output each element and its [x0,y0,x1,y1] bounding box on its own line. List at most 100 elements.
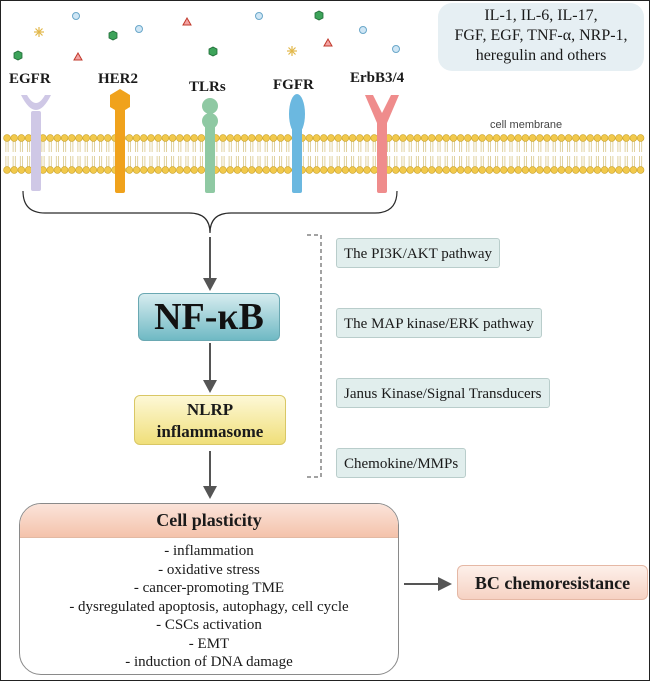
receptor-tlrs [202,98,218,193]
lipid-head [500,134,508,142]
lipid-head [233,134,242,142]
nlrp-line: inflammasome [156,422,264,441]
fgfr-head [289,94,305,134]
tlrs-bead-top [202,98,218,114]
lipid-head [579,134,587,142]
ligand-particle [73,51,83,61]
ligand-particle [208,46,218,57]
lipid-head [334,166,342,174]
ligand-particles [13,10,400,61]
lipid-head [572,166,580,174]
ligand-line: IL-1, IL-6, IL-17, [484,7,598,24]
plasticity-item: - inflammation [164,543,254,559]
lipid-head [593,166,602,174]
ligand-list-bubble: IL-1, IL-6, IL-17, FGF, EGF, TNF-α, NRP-… [438,3,644,71]
lipid-head [492,134,501,142]
lipid-head [442,134,450,142]
nlrp-inflammasome-box: NLRP inflammasome [134,395,286,445]
arrow-plasticity-to-bc [404,577,452,591]
lipid-head [46,134,54,142]
lipid-head [399,134,407,142]
lipid-head [190,166,198,174]
lipid-head [96,134,105,142]
lipid-head [312,134,321,142]
lipid-head [435,134,443,142]
lipid-head [219,166,227,174]
lipid-head [320,134,328,142]
lipid-head [399,166,407,174]
lipid-head [89,166,98,174]
lipid-head [269,166,278,174]
lipid-head [356,166,364,174]
lipid-head [248,166,256,174]
lipid-head [183,166,191,174]
pathway-bracket [307,234,322,478]
pathway-pi3k-akt: The PI3K/AKT pathway [336,238,501,268]
lipid-head [348,166,357,174]
lipid-head [104,134,112,142]
lipid-head [464,166,472,174]
lipid-head [428,134,436,142]
lipid-head [521,134,530,142]
receptor-erbb34 [365,95,399,193]
lipid-head [147,166,155,174]
pathway-chemokine-mmps: Chemokine/MMPs [336,448,467,478]
lipid-head [68,134,76,142]
lipid-head [154,134,162,142]
lipid-head [543,134,551,142]
lipid-head [478,134,486,142]
fgfr-stalk [292,123,302,193]
lipid-head [53,166,62,174]
plasticity-item: - oxidative stress [158,561,260,578]
cell-plasticity-list: - inflammation - oxidative stress - canc… [20,538,398,672]
lipid-head [176,134,184,142]
lipid-head [586,134,594,142]
lipid-head [507,134,515,142]
lipid-head [255,134,263,142]
lipid-head [413,134,422,142]
tlrs-bead-bottom [202,113,218,129]
lipid-head [622,166,630,174]
cell-plasticity-box: Cell plasticity - inflammation - oxidati… [19,503,399,675]
ligand-particle [34,27,44,37]
receptor-fgfr [289,94,305,193]
lipid-head [125,166,134,174]
lipid-head [197,134,206,142]
lipid-head [75,134,83,142]
lipid-head [608,134,616,142]
nfkb-box: NF-κB [138,293,280,341]
lipid-head [363,134,371,142]
receptor-brace [22,190,398,234]
lipid-head [248,134,256,142]
membrane-label: cell membrane [490,119,563,131]
lipid-head [17,166,26,174]
lipid-head [24,134,33,142]
lipid-head [240,134,249,142]
lipid-head [564,166,573,174]
erbb34-stalk [377,119,387,193]
lipid-head [636,166,645,174]
lipid-head [46,166,54,174]
lipid-head [10,134,18,142]
lipid-head [233,166,242,174]
lipid-head [75,166,83,174]
lipid-head [89,134,98,142]
lipid-head [3,134,11,142]
lipid-head [104,166,112,174]
lipid-head [471,134,479,142]
lipid-head [471,166,479,174]
lipid-head [456,134,465,142]
ligand-particle [108,30,118,41]
lipid-head [269,134,278,142]
lipid-head [82,134,90,142]
plasticity-item: - EMT [188,635,230,652]
arrow-brace-to-nfkb [203,237,217,291]
lipid-head [550,134,558,142]
lipid-head [10,166,18,174]
lipid-head [24,166,33,174]
lipid-head [406,134,414,142]
her2-head [110,89,130,113]
lipid-head [392,134,400,142]
egfr-cup [21,95,51,110]
